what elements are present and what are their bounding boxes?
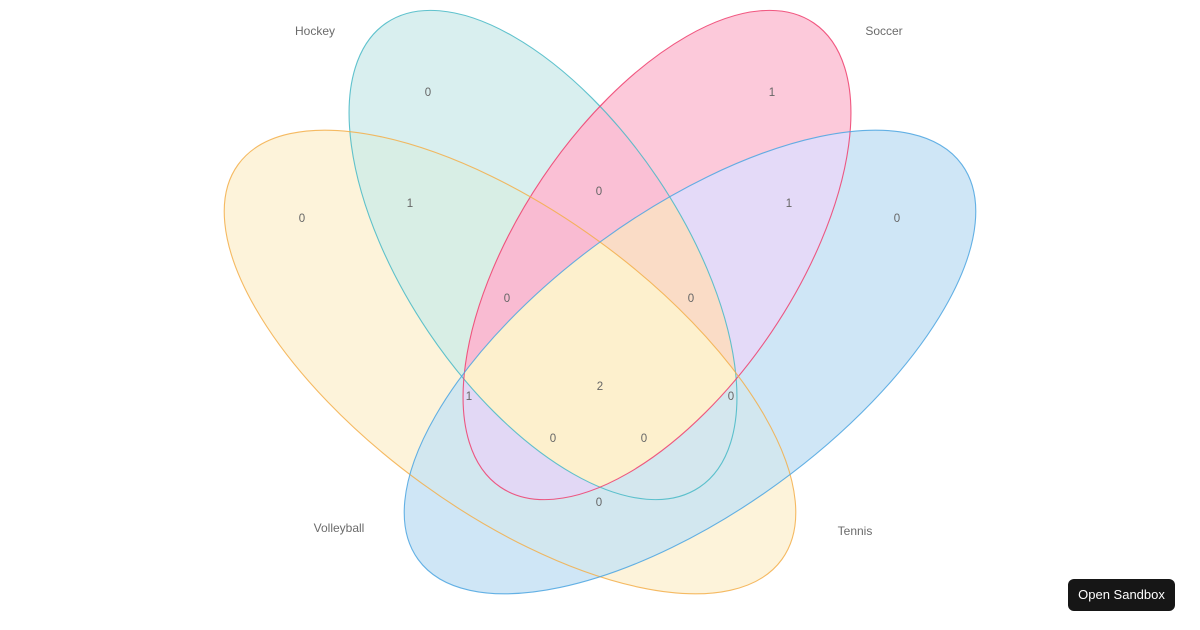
region-count-volleyball-hockey-soccer: 0 <box>504 293 510 305</box>
venn-outline-volleyball <box>223 129 797 595</box>
region-count-hockey-soccer-tennis: 0 <box>688 293 694 305</box>
region-count-volleyball-hockey-tennis: 0 <box>641 433 647 445</box>
region-count-volleyball-soccer-tennis: 0 <box>550 433 556 445</box>
set-label-soccer: Soccer <box>865 24 902 38</box>
venn-outline-hockey <box>348 9 738 501</box>
region-count-volleyball: 0 <box>299 213 305 225</box>
venn-outline-soccer <box>462 9 852 501</box>
region-count-soccer: 1 <box>769 87 775 99</box>
venn-outline-tennis <box>403 129 977 595</box>
region-count-hockey-soccer: 0 <box>596 186 602 198</box>
region-count-volleyball-hockey: 1 <box>407 198 413 210</box>
region-count-soccer-tennis: 1 <box>786 198 792 210</box>
region-count-hockey-tennis: 0 <box>728 391 734 403</box>
region-count-volleyball-soccer: 1 <box>466 391 472 403</box>
region-count-volleyball-hockey-soccer-tennis: 2 <box>597 381 603 393</box>
region-count-hockey: 0 <box>425 87 431 99</box>
set-label-volleyball: Volleyball <box>314 521 365 535</box>
set-label-hockey: Hockey <box>295 24 335 38</box>
set-label-tennis: Tennis <box>838 524 873 538</box>
region-count-tennis: 0 <box>894 213 900 225</box>
region-count-volleyball-tennis: 0 <box>596 497 602 509</box>
open-sandbox-button[interactable]: Open Sandbox <box>1068 579 1175 611</box>
